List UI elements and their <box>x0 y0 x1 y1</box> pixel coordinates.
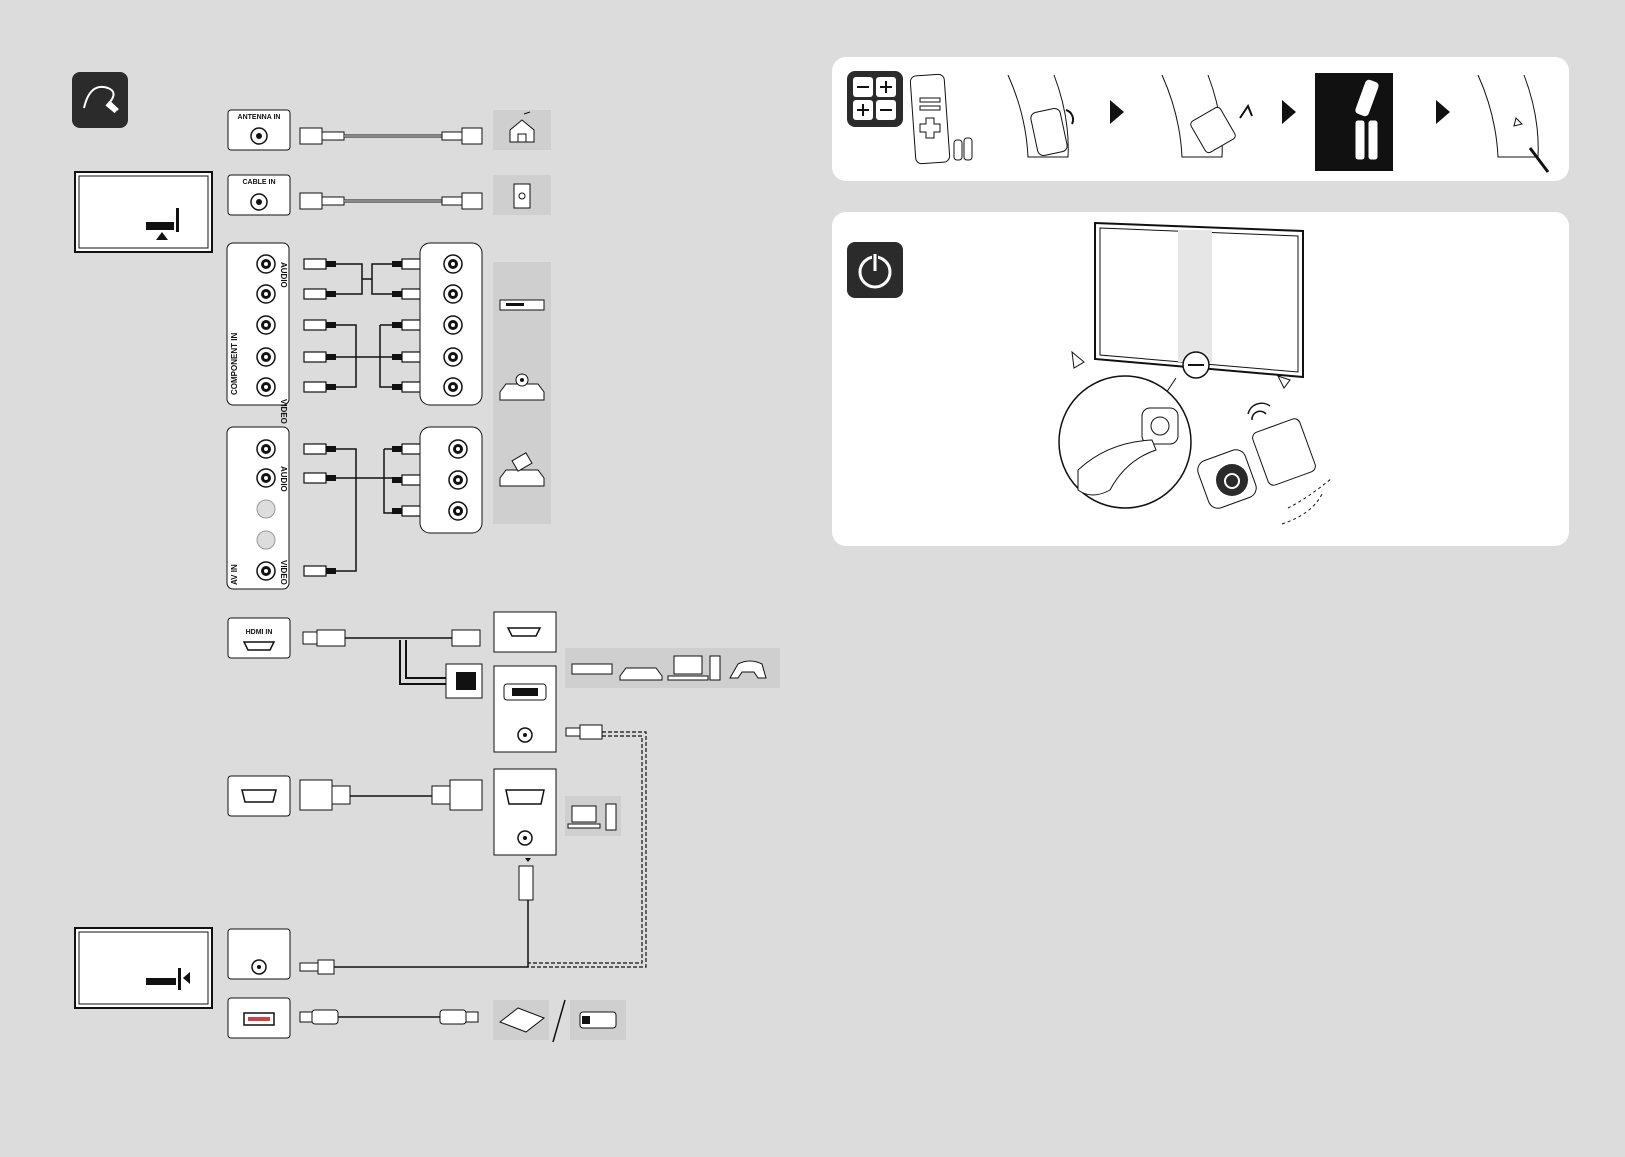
dvd-player-icon <box>499 373 545 401</box>
tv-rear-panel-top <box>74 171 213 253</box>
component-cables <box>303 258 425 393</box>
hdmi-cable <box>302 629 483 699</box>
hdmi-device-row <box>565 648 780 688</box>
pc-source-port <box>493 768 557 856</box>
hdmi-source-port <box>493 611 557 653</box>
power-icon <box>847 242 903 298</box>
wall-outlet-icon <box>493 175 551 215</box>
pc-device-group <box>565 796 621 836</box>
external-hdd-icon <box>498 1007 546 1033</box>
av-device-panel <box>419 426 483 534</box>
av-video-label: VIDEO <box>279 560 288 585</box>
battery-step-4 <box>1477 74 1550 173</box>
dvi-source-port <box>493 665 557 753</box>
hdmi-in-port: HDMI IN <box>227 617 291 659</box>
dvd-player-icon <box>619 667 663 681</box>
av-in-panel: AV IN VIDEO AUDIO <box>226 426 290 590</box>
audio-cables <box>299 724 647 975</box>
av-device-column <box>493 262 551 524</box>
remote-power-button-zoom <box>1197 402 1333 525</box>
step-arrow-icon <box>1436 100 1450 124</box>
battery-polarity-icon <box>847 71 903 127</box>
step-arrow-icon <box>1282 100 1296 124</box>
desktop-tower-icon <box>709 655 721 681</box>
vga-cable <box>299 779 483 811</box>
component-video-label: VIDEO <box>279 399 288 424</box>
tv-rear-panel-bottom <box>74 927 213 1009</box>
desktop-tower-icon <box>605 803 617 831</box>
pc-in-port <box>227 775 291 817</box>
component-in-label: COMPONENT IN <box>230 333 239 395</box>
antenna-house-icon <box>493 110 551 150</box>
av-audio-label: AUDIO <box>279 466 288 492</box>
power-on-panel <box>832 212 1569 546</box>
component-in-panel: COMPONENT IN VIDEO AUDIO <box>226 242 290 424</box>
remote-battery-panel <box>832 57 1569 181</box>
settop-box-icon <box>499 299 545 311</box>
cable-section-icon <box>72 72 128 128</box>
cable-in-port: CABLE IN <box>227 174 291 216</box>
usb-cable <box>299 1009 479 1025</box>
antenna-in-port: ANTENNA IN <box>227 109 291 151</box>
hdmi-in-label: HDMI IN <box>246 629 273 636</box>
usb-port <box>227 997 291 1039</box>
tv-power-button-zoom <box>1058 375 1192 509</box>
av-cables <box>303 443 425 577</box>
cable-in-label: CABLE IN <box>242 179 275 186</box>
remote-control-icon <box>909 73 973 165</box>
usb-device-group <box>493 999 626 1043</box>
battery-step-1 <box>1007 74 1075 158</box>
cable-coax-cable <box>299 192 483 210</box>
component-audio-label: AUDIO <box>279 262 288 288</box>
antenna-cable <box>299 127 483 145</box>
laptop-icon <box>667 655 709 681</box>
audio-in-port <box>227 928 291 980</box>
laptop-icon <box>571 805 597 823</box>
component-device-panel <box>419 242 483 406</box>
av-in-label: AV IN <box>230 564 239 585</box>
game-console-icon <box>499 452 545 487</box>
step-arrow-icon <box>1110 100 1124 124</box>
gamepad-icon <box>729 660 767 679</box>
tv-front-illustration <box>1071 221 1304 409</box>
battery-step-2 <box>1161 74 1253 158</box>
antenna-in-label: ANTENNA IN <box>238 114 281 121</box>
battery-step-3 <box>1315 73 1393 171</box>
settop-box-icon <box>571 663 613 675</box>
